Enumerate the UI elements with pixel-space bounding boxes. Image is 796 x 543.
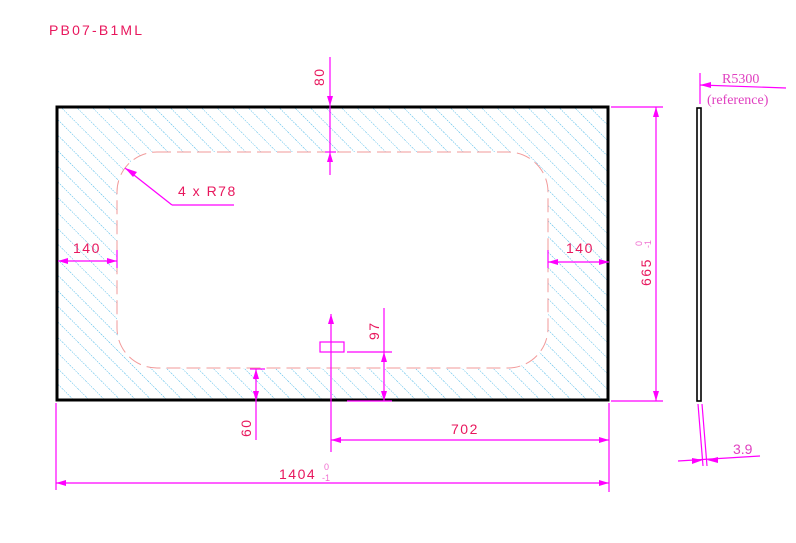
dim-overall-width: 1404 0 -1	[55, 403, 609, 490]
top-margin-label: 80	[311, 67, 327, 86]
side-radius-note: (reference)	[707, 93, 769, 108]
cutout-outline	[116, 151, 549, 369]
center-offset-label: 702	[451, 421, 479, 437]
dim-top-margin: 80	[311, 57, 336, 175]
drawing-title: PB07-B1ML	[49, 22, 145, 38]
panel-hatch	[56, 106, 609, 401]
panel-outline	[55, 105, 610, 402]
dim-bottom-margin: 60	[238, 368, 265, 440]
marker-offset-label: 97	[366, 321, 382, 340]
side-view: R5300 (reference) 3.9	[677, 72, 787, 467]
width-label: 1404	[279, 466, 316, 482]
side-radius-label: R5300	[722, 72, 759, 87]
corner-radius-label: 4 x R78	[178, 183, 237, 199]
svg-text:0: 0	[634, 241, 644, 246]
dim-left-margin: 140	[58, 240, 118, 268]
bottom-margin-label: 60	[238, 418, 254, 437]
dim-overall-height: 665 0 -1	[611, 106, 663, 402]
thickness-label: 3.9	[733, 441, 753, 457]
center-marker: 97	[319, 308, 392, 452]
right-margin-label: 140	[566, 240, 594, 256]
dim-center-offset: 702	[331, 403, 610, 492]
svg-text:-1: -1	[643, 240, 653, 248]
svg-text:-1: -1	[322, 473, 330, 483]
svg-text:0: 0	[324, 462, 329, 472]
corner-radius-leader: 4 x R78	[124, 167, 237, 206]
height-label: 665	[638, 258, 654, 286]
dim-right-margin: 140	[547, 240, 609, 268]
left-margin-label: 140	[73, 240, 101, 256]
